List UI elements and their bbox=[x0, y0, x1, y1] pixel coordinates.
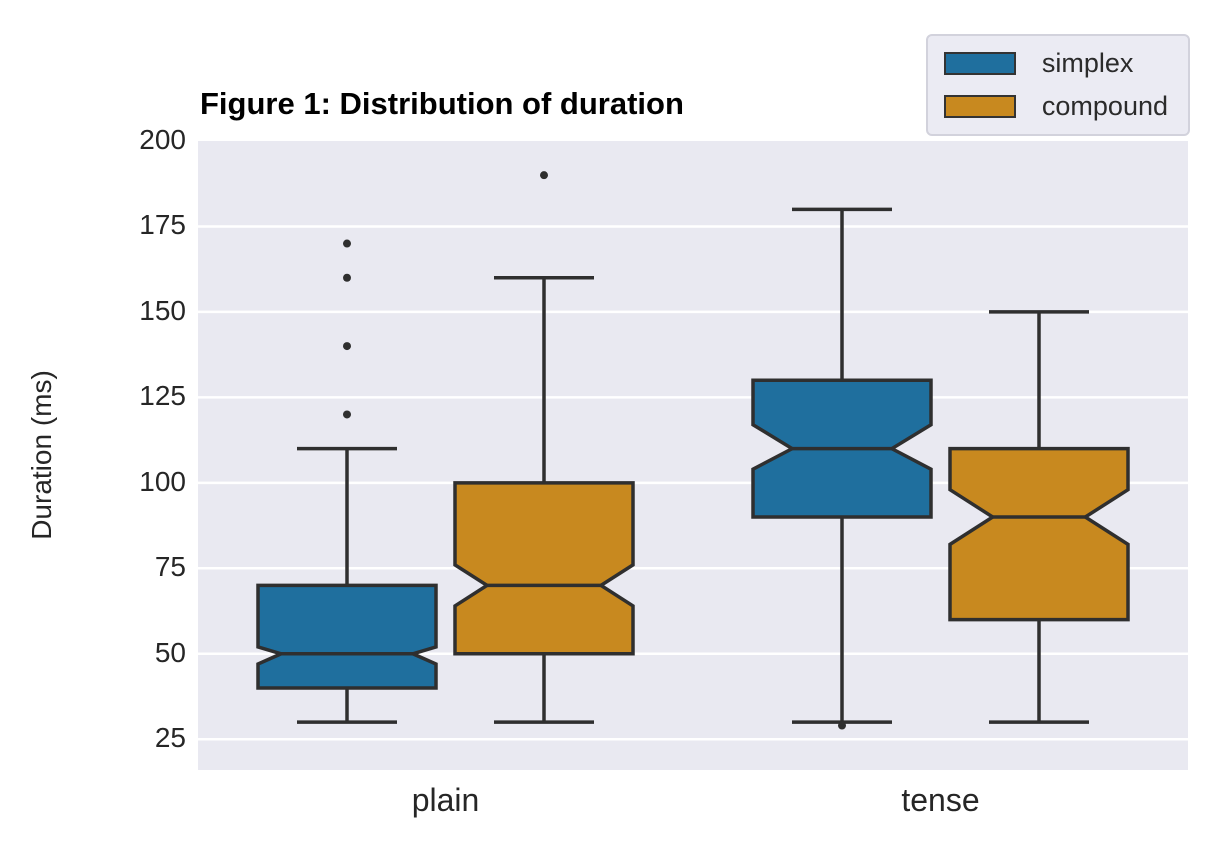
legend-swatch-simplex bbox=[943, 52, 1016, 75]
legend-swatch-compound bbox=[943, 95, 1016, 118]
box-simplex-tense bbox=[751, 207, 933, 730]
legend: simplex compound bbox=[925, 34, 1190, 136]
box-compound-plain bbox=[453, 171, 635, 724]
y-tick-label: 175 bbox=[139, 209, 186, 241]
legend-item-simplex: simplex bbox=[943, 48, 1168, 79]
outlier-point bbox=[343, 410, 351, 419]
x-tick-label-tense: tense bbox=[901, 782, 980, 818]
legend-label: compound bbox=[1041, 91, 1168, 121]
legend-item-compound: compound bbox=[943, 91, 1168, 122]
y-tick-label: 100 bbox=[139, 465, 186, 497]
y-tick-label: 25 bbox=[154, 722, 186, 754]
y-tick-label: 50 bbox=[154, 636, 186, 668]
notched-box bbox=[453, 481, 635, 656]
notched-box bbox=[256, 583, 438, 690]
box-compound-tense bbox=[948, 310, 1130, 724]
box-simplex-plain bbox=[256, 239, 438, 724]
plot-area bbox=[198, 141, 1188, 770]
y-axis-label: Duration (ms) bbox=[26, 370, 57, 540]
y-tick-label: 75 bbox=[154, 551, 186, 583]
outlier-point bbox=[343, 273, 351, 282]
outlier-point bbox=[343, 239, 351, 248]
y-tick-label: 125 bbox=[139, 380, 186, 412]
outlier-point bbox=[838, 721, 846, 730]
chart-title: Figure 1: Distribution of duration bbox=[200, 86, 684, 121]
outlier-point bbox=[540, 171, 548, 180]
x-tick-label-plain: plain bbox=[411, 782, 480, 818]
y-tick-label: 200 bbox=[139, 124, 186, 155]
notched-box bbox=[948, 446, 1130, 622]
boxplot-canvas bbox=[198, 141, 1188, 770]
legend-label: simplex bbox=[1041, 48, 1134, 78]
outlier-point bbox=[343, 342, 351, 351]
y-tick-label: 150 bbox=[139, 294, 186, 326]
